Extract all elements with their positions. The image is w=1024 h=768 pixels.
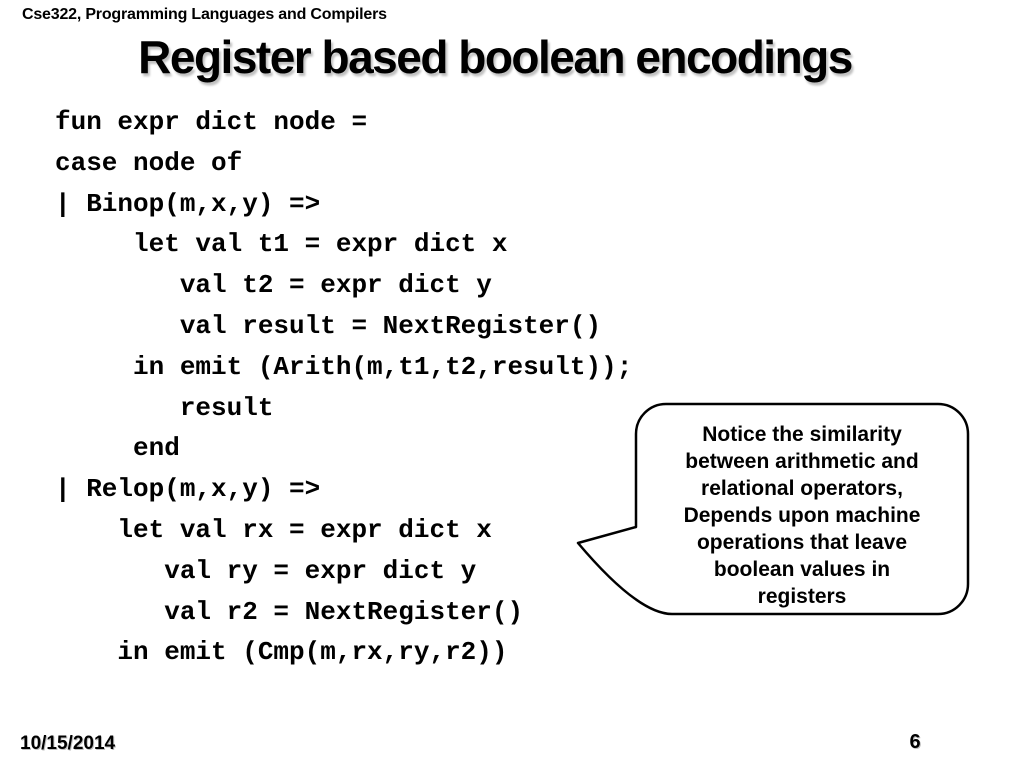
slide-title: Register based boolean encodings (138, 31, 853, 83)
speech-bubble-outline (576, 402, 970, 616)
page-number: 6 (909, 731, 921, 753)
callout-text: Notice the similarity between arithmetic… (683, 423, 921, 608)
course-header: Cse322, Programming Languages and Compil… (22, 6, 387, 23)
code-block: fun expr dict node = case node of | Bino… (55, 107, 633, 668)
speech-bubble-shape (576, 402, 970, 616)
footer-date: 10/15/2014 (20, 733, 116, 754)
